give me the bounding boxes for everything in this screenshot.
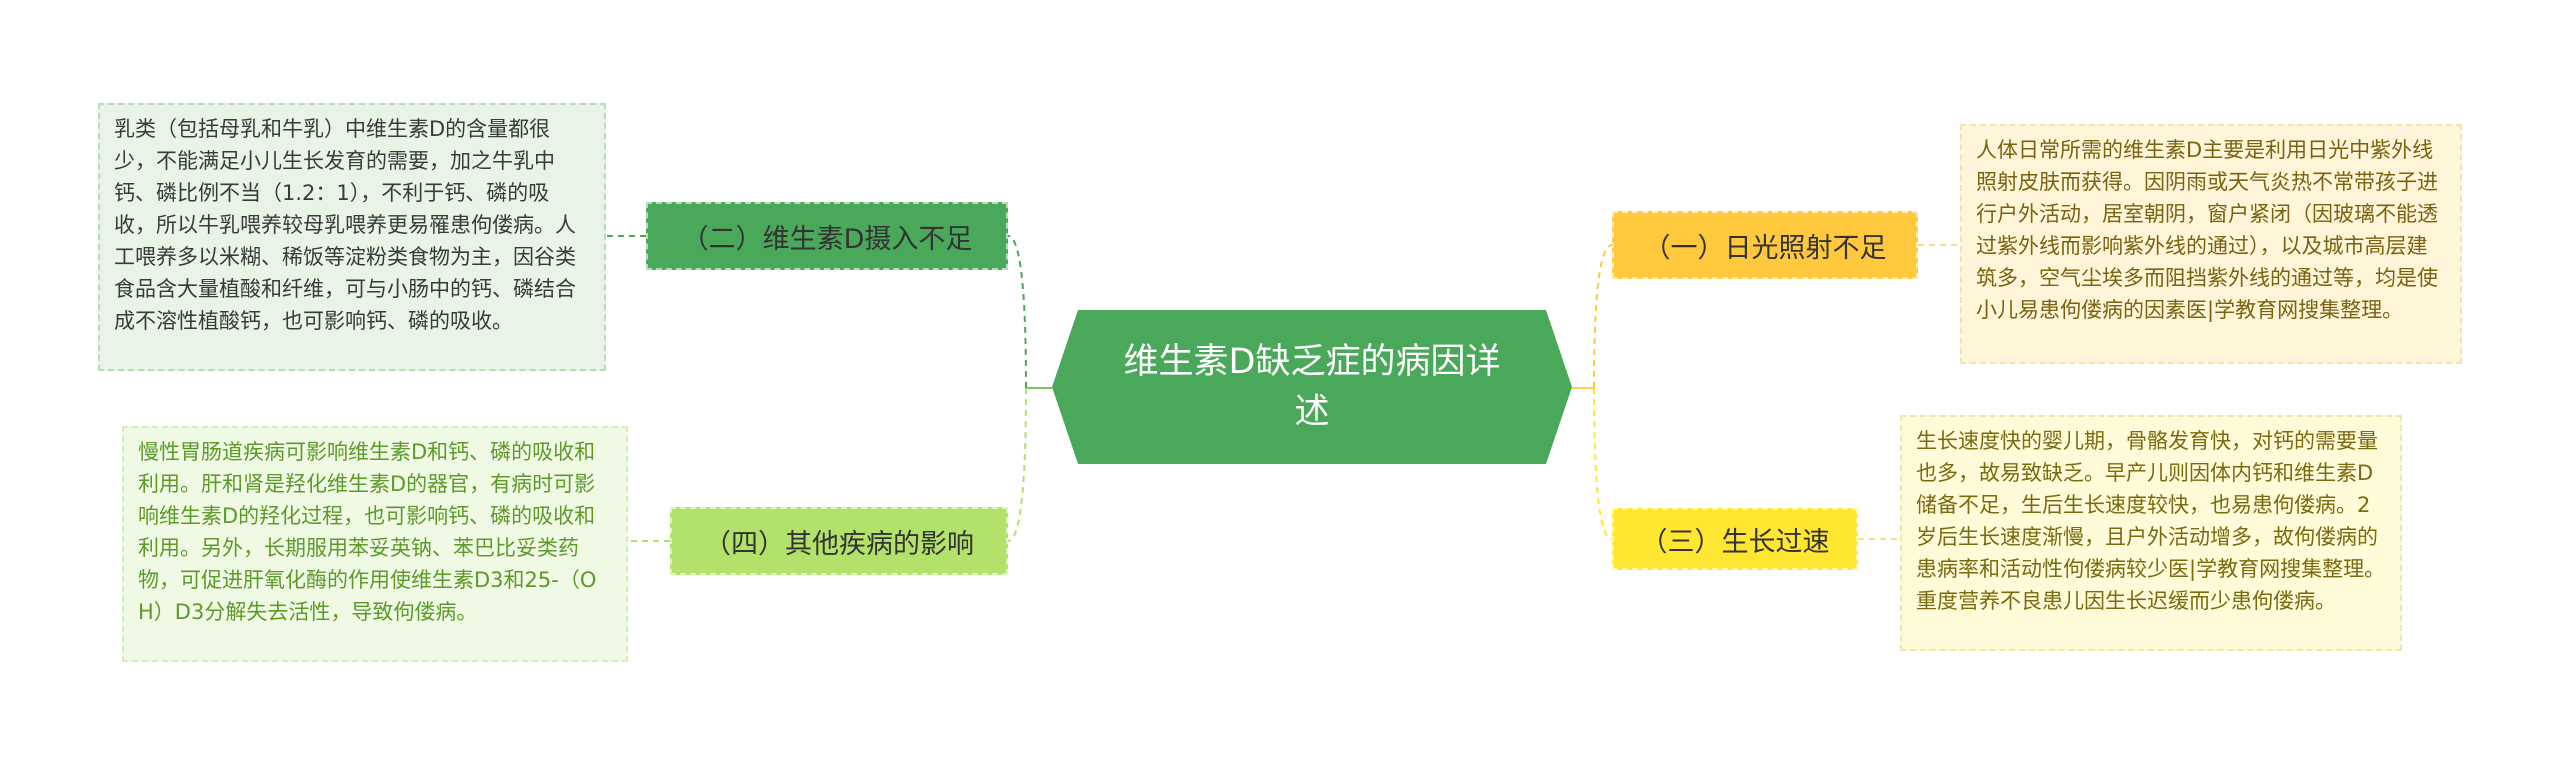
branch-rapid-growth[interactable]: （三）生长过速 <box>1612 508 1858 570</box>
detail-text: 慢性胃肠道疾病可影响维生素D和钙、磷的吸收和利用。肝和肾是羟化维生素D的器官，有… <box>138 440 597 624</box>
link-left-trunk-top <box>1007 235 1027 389</box>
detail-rapid-growth[interactable]: 生长速度快的婴儿期，骨骼发育快，对钙的需要量也多，故易致缺乏。早产儿则因体内钙和… <box>1900 415 2402 651</box>
branch-label: （二）维生素D摄入不足 <box>681 223 973 255</box>
branch-label: （三）生长过速 <box>1640 526 1830 558</box>
detail-sunlight[interactable]: 人体日常所需的维生素D主要是利用日光中紫外线照射皮肤而获得。因阴雨或天气炎热不常… <box>1960 124 2462 364</box>
branch-sunlight[interactable]: （一）日光照射不足 <box>1612 211 1918 279</box>
detail-other-diseases[interactable]: 慢性胃肠道疾病可影响维生素D和钙、磷的吸收和利用。肝和肾是羟化维生素D的器官，有… <box>122 426 628 662</box>
branch-vitamin-d-intake[interactable]: （二）维生素D摄入不足 <box>646 202 1008 270</box>
branch-other-diseases[interactable]: （四）其他疾病的影响 <box>670 507 1008 575</box>
branch-label: （一）日光照射不足 <box>1643 232 1887 264</box>
detail-text: 生长速度快的婴儿期，骨骼发育快，对钙的需要量也多，故易致缺乏。早产儿则因体内钙和… <box>1916 429 2386 613</box>
link-left-trunk-bottom <box>1007 387 1027 542</box>
central-topic-label: 维生素D缺乏症的病因详述 <box>1123 342 1501 432</box>
link-right-trunk-bottom <box>1593 387 1613 540</box>
detail-text: 人体日常所需的维生素D主要是利用日光中紫外线照射皮肤而获得。因阴雨或天气炎热不常… <box>1976 138 2438 322</box>
detail-vitamin-d-intake[interactable]: 乳类（包括母乳和牛乳）中维生素D的含量都很少，不能满足小儿生长发育的需要，加之牛… <box>98 103 606 371</box>
central-topic[interactable]: 维生素D缺乏症的病因详述 <box>1052 310 1572 464</box>
detail-text: 乳类（包括母乳和牛乳）中维生素D的含量都很少，不能满足小儿生长发育的需要，加之牛… <box>114 117 576 333</box>
branch-label: （四）其他疾病的影响 <box>704 528 974 560</box>
link-right-trunk-top <box>1593 244 1613 389</box>
